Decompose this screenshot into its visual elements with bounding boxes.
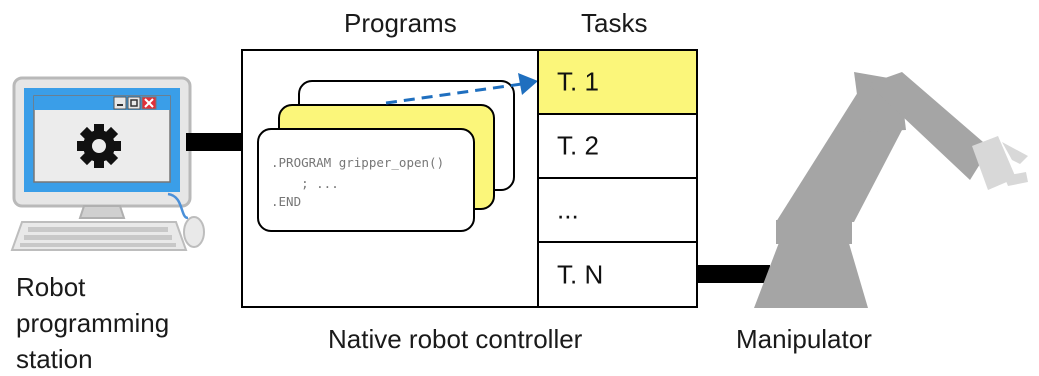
task-item: T. 1 <box>537 49 698 115</box>
code-line: ; ... <box>271 176 339 191</box>
task-label: ... <box>557 194 579 225</box>
task-item: ... <box>537 177 698 243</box>
task-label: T. N <box>557 259 604 289</box>
computer-icon <box>10 76 205 251</box>
station-label-line1: Robot <box>16 272 86 302</box>
code-line: .END <box>271 194 302 209</box>
station-connector <box>186 133 244 151</box>
controller-label: Native robot controller <box>328 324 583 354</box>
code-line: .PROGRAM gripper_open() <box>271 155 445 170</box>
task-item: T. N <box>537 241 698 308</box>
task-item: T. 2 <box>537 113 698 179</box>
robot-arm-icon <box>754 72 1028 308</box>
programs-label: Programs <box>344 8 457 38</box>
station-label-line2: programming <box>16 308 170 338</box>
tasks-label: Tasks <box>581 8 648 38</box>
station-label-line3: station <box>16 344 93 374</box>
program-to-task-arrow <box>385 73 538 105</box>
program-card-front <box>257 128 475 232</box>
task-label: T. 1 <box>557 66 599 97</box>
manipulator-label: Manipulator <box>736 324 872 354</box>
manipulator-connector <box>698 265 770 283</box>
gear-icon <box>77 124 121 168</box>
task-label: T. 2 <box>557 130 599 161</box>
